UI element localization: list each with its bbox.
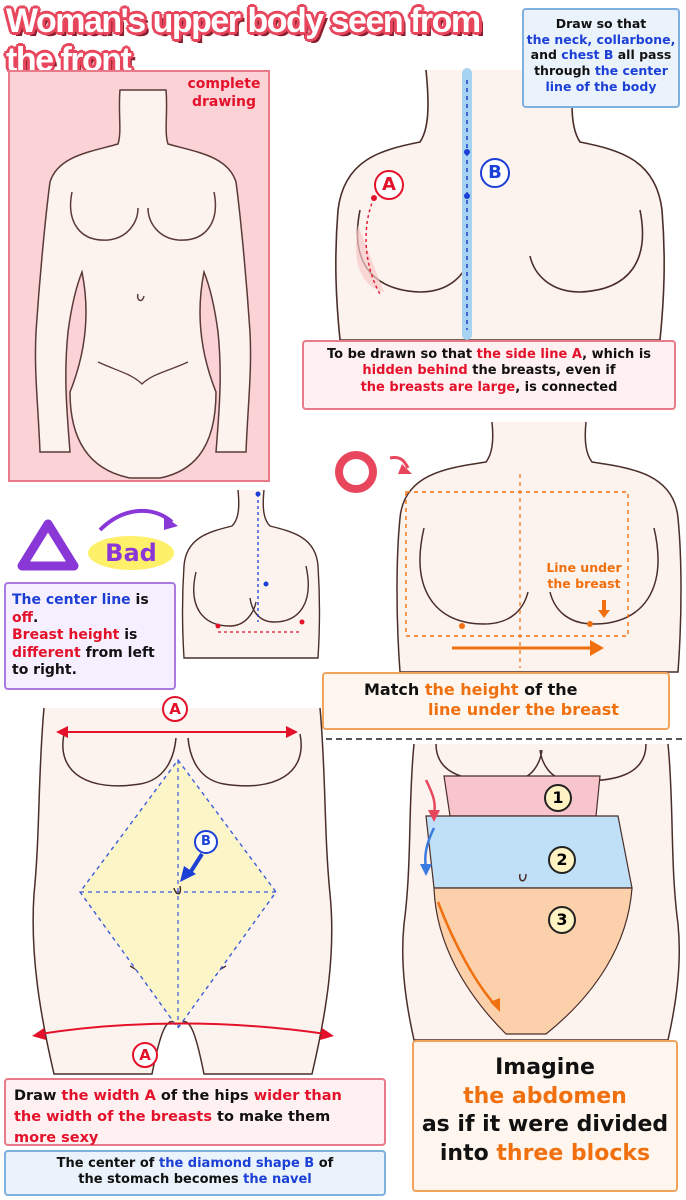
circle-good-icon xyxy=(334,446,418,506)
note-center-line: Draw so that the neck, collarbone, and c… xyxy=(522,8,680,108)
full-body-figure xyxy=(34,89,252,479)
center-line-figure: A B xyxy=(330,60,680,350)
marker-a: A xyxy=(374,170,404,200)
marker-b: B xyxy=(480,158,510,188)
page-title: Woman's upper body seen from the front xyxy=(6,2,481,79)
bad-label: Bad xyxy=(88,536,174,570)
note-hips-width: Draw the width A of the hips wider than … xyxy=(4,1078,386,1146)
curved-arrow-icon xyxy=(94,504,184,538)
block-3 xyxy=(433,887,633,1035)
abdomen-figure: 1 2 3 xyxy=(396,743,686,1044)
divider xyxy=(316,738,682,740)
block-2-number: 2 xyxy=(548,846,576,874)
hips-marker-b: B xyxy=(194,830,218,854)
block-2 xyxy=(425,815,633,889)
block-1-number: 1 xyxy=(544,784,572,812)
bad-figure xyxy=(178,486,324,662)
hips-marker-a-bottom: A xyxy=(132,1042,158,1068)
note-side-line: To be drawn so that the side line A, whi… xyxy=(302,340,676,410)
block-1 xyxy=(443,775,601,817)
note-diamond-navel: The center of the diamond shape B of the… xyxy=(4,1150,386,1196)
note-abdomen-blocks: Imagine the abdomen as if it were divide… xyxy=(412,1040,678,1192)
diamond-figure: A B A xyxy=(30,694,340,1078)
block-3-number: 3 xyxy=(548,906,576,934)
note-match-height: Match the height of the line under the b… xyxy=(322,672,670,730)
hips-marker-a-top: A xyxy=(162,696,188,722)
note-bad: The center line is off. Breast height is… xyxy=(4,582,176,690)
triangle-icon xyxy=(16,518,80,572)
